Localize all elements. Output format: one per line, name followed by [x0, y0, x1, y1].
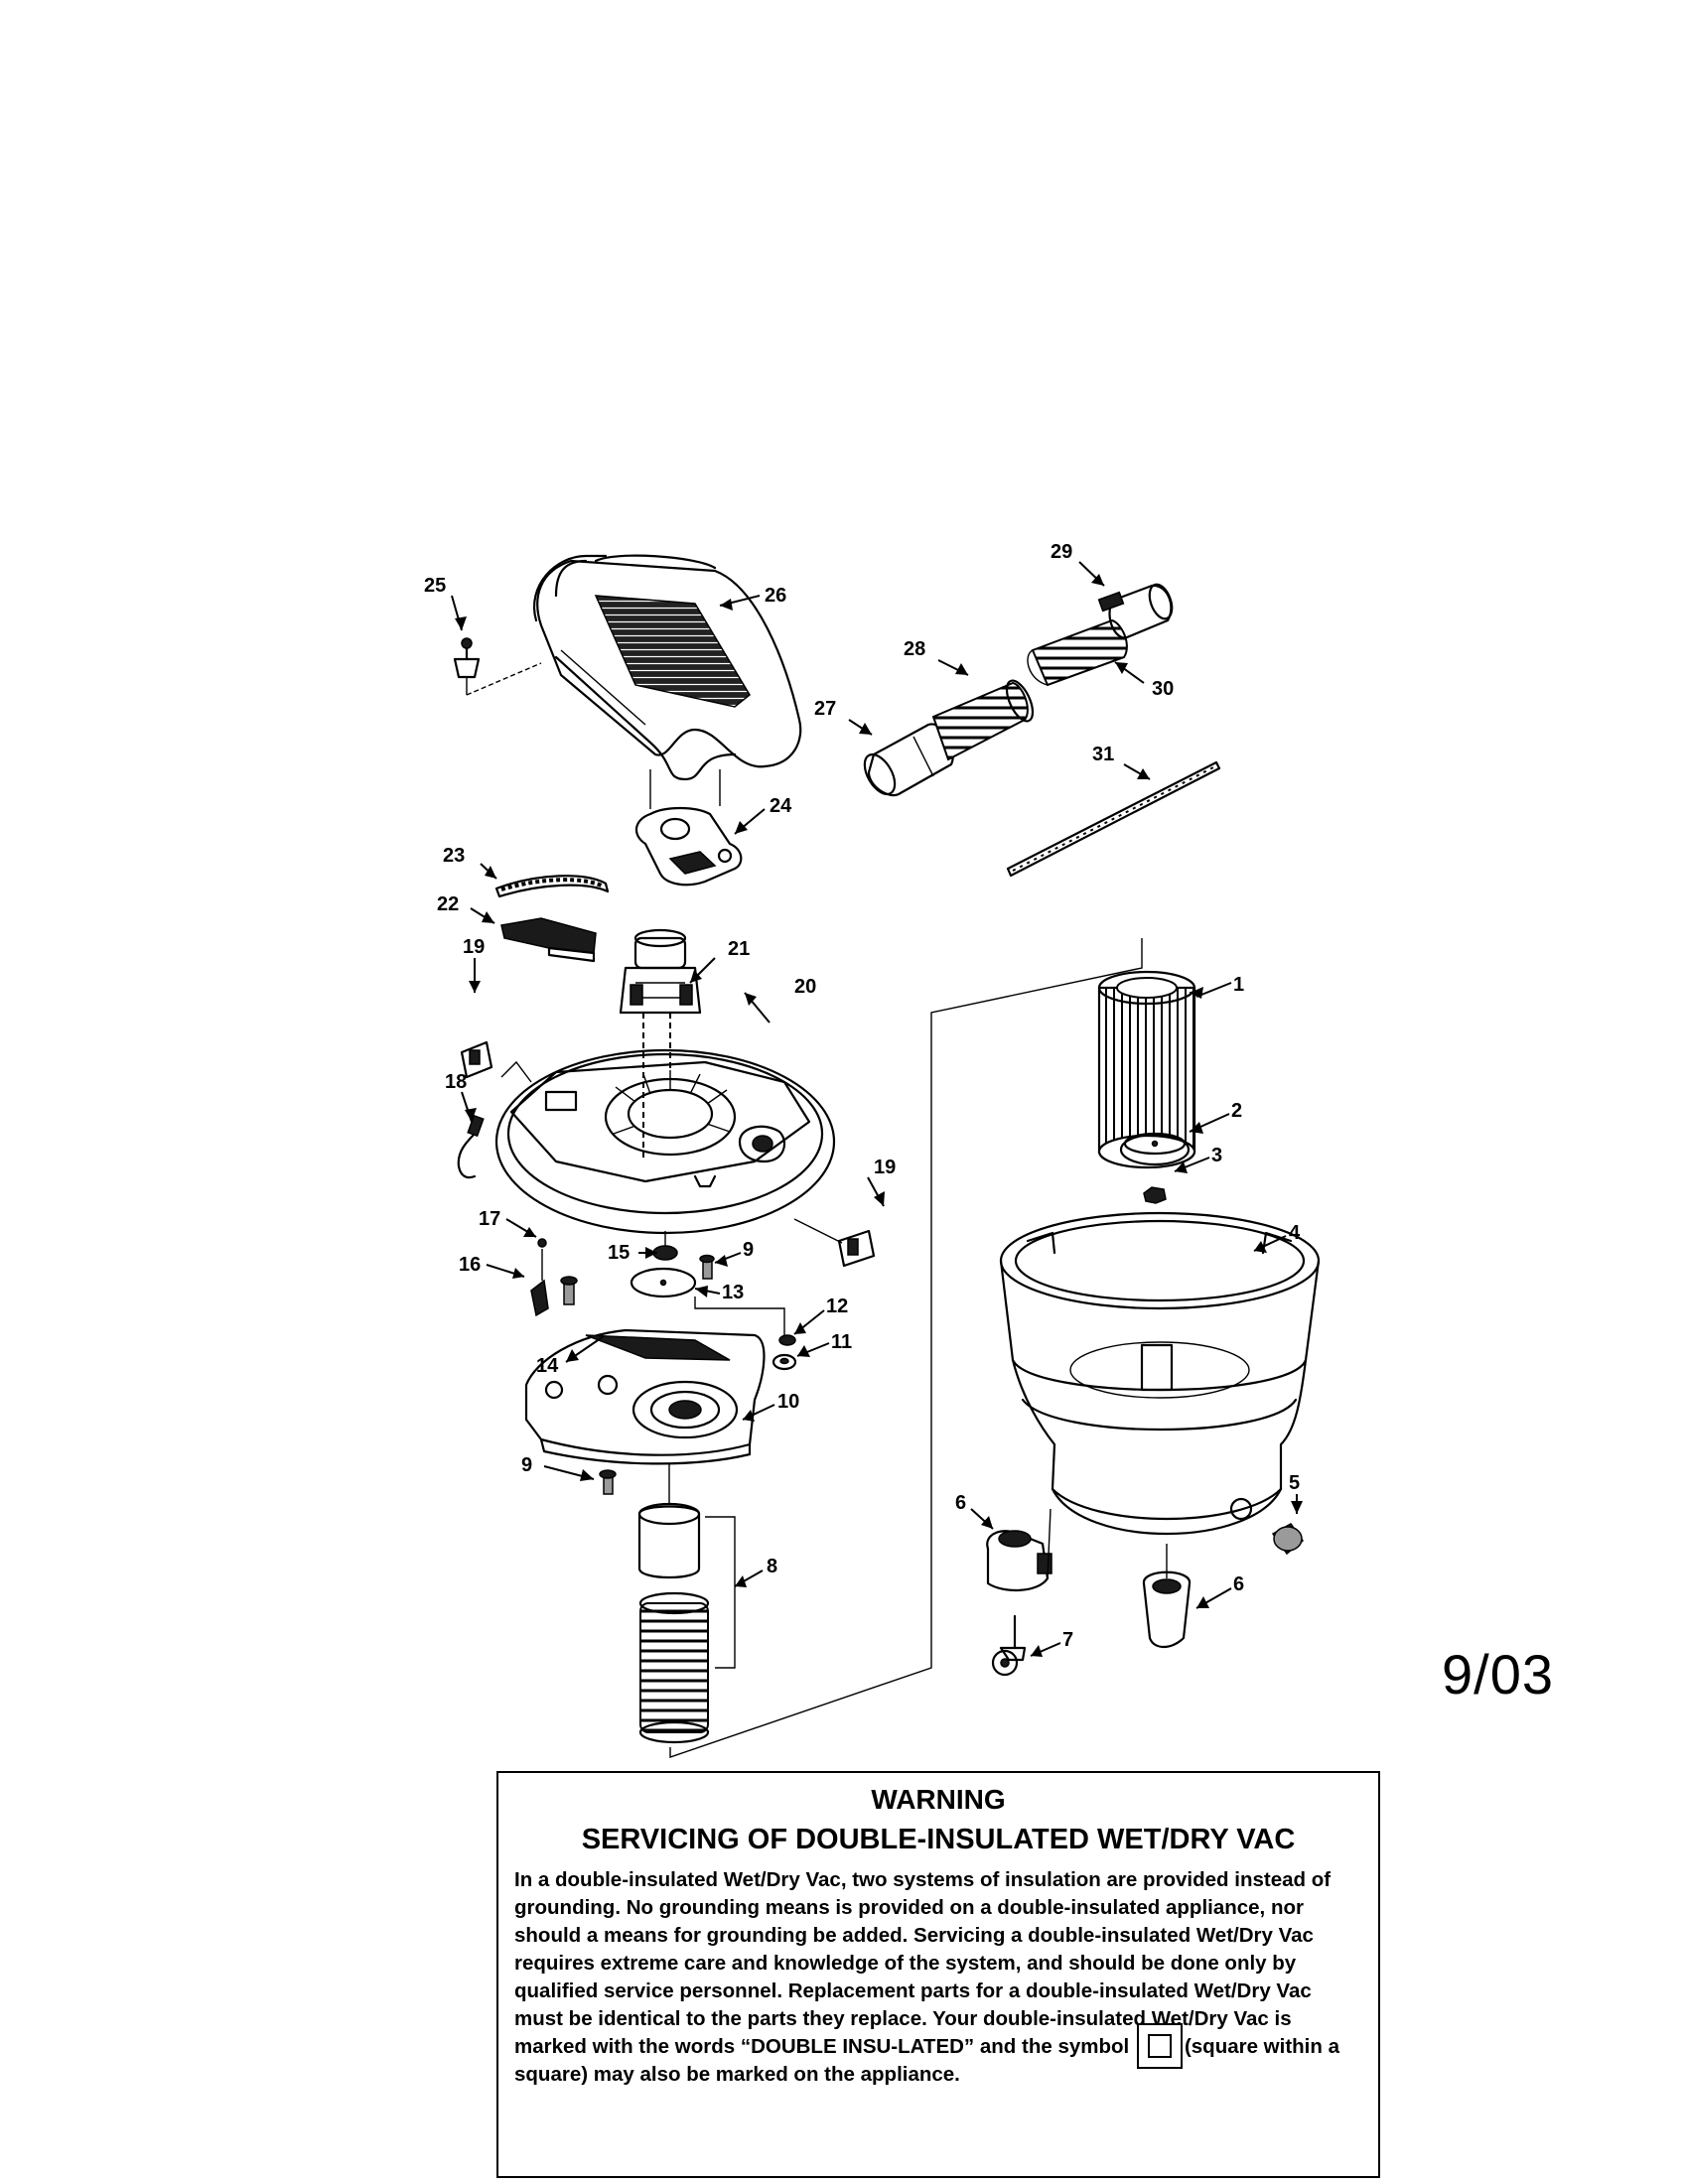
- callout-14: 14: [536, 1355, 559, 1377]
- part-28-hose-section: [931, 679, 1035, 761]
- part-6-foot-left: [986, 1508, 1052, 1592]
- callout-27: 27: [814, 698, 836, 720]
- callout-18: 18: [445, 1071, 467, 1093]
- callout-15: 15: [608, 1242, 630, 1264]
- callout-13: 13: [722, 1282, 744, 1303]
- part-26-motor-cover: [533, 554, 802, 781]
- part-21-inlet: [619, 928, 702, 1015]
- part-9-screw-upper: [699, 1254, 715, 1280]
- callout-11: 11: [831, 1331, 852, 1353]
- part-8-float-cage: [638, 1591, 710, 1744]
- part-31-strip: [1006, 760, 1221, 878]
- callout-23: 23: [443, 845, 465, 867]
- callout-labels: 1 2 3 4 5 6 6 7 8 9 9 10 11 12 13 14 15 …: [424, 541, 1301, 1651]
- part-20-lid: [494, 1013, 836, 1235]
- warning-body-text-end: (square within a square) may also be mar…: [514, 2035, 1339, 2086]
- part-23-strap: [494, 875, 610, 898]
- part-15-nut: [652, 1231, 678, 1261]
- part-2-filter-cap: [1119, 1132, 1191, 1166]
- warning-subtitle: SERVICING OF DOUBLE-INSULATED WET/DRY VA…: [581, 1824, 1296, 1855]
- callout-19-upper: 19: [463, 936, 485, 958]
- callout-1: 1: [1233, 974, 1244, 996]
- part-4-tank: [999, 1211, 1321, 1536]
- revision-date: 9/03: [1442, 1643, 1554, 1706]
- warning-title: WARNING: [871, 1784, 1006, 1815]
- callout-12: 12: [826, 1296, 848, 1317]
- part-17-washer: [537, 1238, 547, 1248]
- callout-2: 2: [1231, 1100, 1242, 1122]
- callout-6-left: 6: [955, 1492, 966, 1514]
- callout-3: 3: [1211, 1145, 1222, 1166]
- part-29-hose-cuff: [1097, 583, 1174, 639]
- callout-28: 28: [904, 638, 925, 660]
- callout-16: 16: [459, 1254, 481, 1276]
- callout-17: 17: [479, 1208, 500, 1230]
- part-10-housing: [524, 1328, 766, 1465]
- callout-25: 25: [424, 575, 446, 597]
- part-14-screw: [560, 1276, 578, 1305]
- callout-8: 8: [767, 1556, 777, 1577]
- callout-24: 24: [770, 795, 792, 817]
- callout-30: 30: [1152, 678, 1174, 700]
- part-22-filter-pad: [500, 917, 597, 963]
- callout-29: 29: [1051, 541, 1072, 563]
- part-6-foot-right: [1142, 1544, 1192, 1649]
- callout-10: 10: [777, 1391, 799, 1413]
- warning-body: In a double-insulated Wet/Dry Vac, two s…: [514, 1866, 1362, 2089]
- part-18-cord: [457, 1060, 532, 1179]
- callout-31: 31: [1092, 744, 1114, 765]
- callout-5: 5: [1289, 1472, 1300, 1494]
- callout-4: 4: [1289, 1222, 1301, 1244]
- callout-9-upper: 9: [743, 1239, 754, 1261]
- callout-6-right: 6: [1233, 1573, 1244, 1595]
- callout-21: 21: [728, 938, 750, 960]
- part-11-nut: [772, 1353, 797, 1371]
- callout-9-lower: 9: [521, 1454, 532, 1476]
- part-30-hose-section: [1027, 618, 1128, 687]
- callout-19-lower: 19: [874, 1157, 896, 1178]
- part-8-foam-sleeve: [637, 1502, 701, 1579]
- callout-22: 22: [437, 893, 459, 915]
- double-insulated-symbol-icon: [1136, 2022, 1183, 2069]
- part-19-latch-upper: [460, 1040, 493, 1079]
- part-19-latch-lower: [793, 1218, 876, 1268]
- part-5-drain-cap: [1271, 1523, 1305, 1556]
- part-25-screw: [453, 637, 542, 696]
- part-24-switch-assembly: [634, 769, 743, 887]
- part-13-disc: [630, 1267, 697, 1298]
- part-3-nut: [1143, 1186, 1167, 1204]
- warning-body-text: In a double-insulated Wet/Dry Vac, two s…: [514, 1868, 1332, 2058]
- arrowheads: [455, 574, 1303, 1657]
- part-7-caster: [991, 1614, 1027, 1677]
- part-9-screw-lower: [599, 1469, 617, 1495]
- warning-box: WARNING SERVICING OF DOUBLE-INSULATED WE…: [496, 1771, 1380, 2178]
- callout-26: 26: [765, 585, 786, 607]
- callout-7: 7: [1062, 1629, 1073, 1651]
- part-12-washer: [778, 1334, 796, 1346]
- callout-20: 20: [794, 976, 816, 998]
- part-16-clamp: [530, 1249, 549, 1317]
